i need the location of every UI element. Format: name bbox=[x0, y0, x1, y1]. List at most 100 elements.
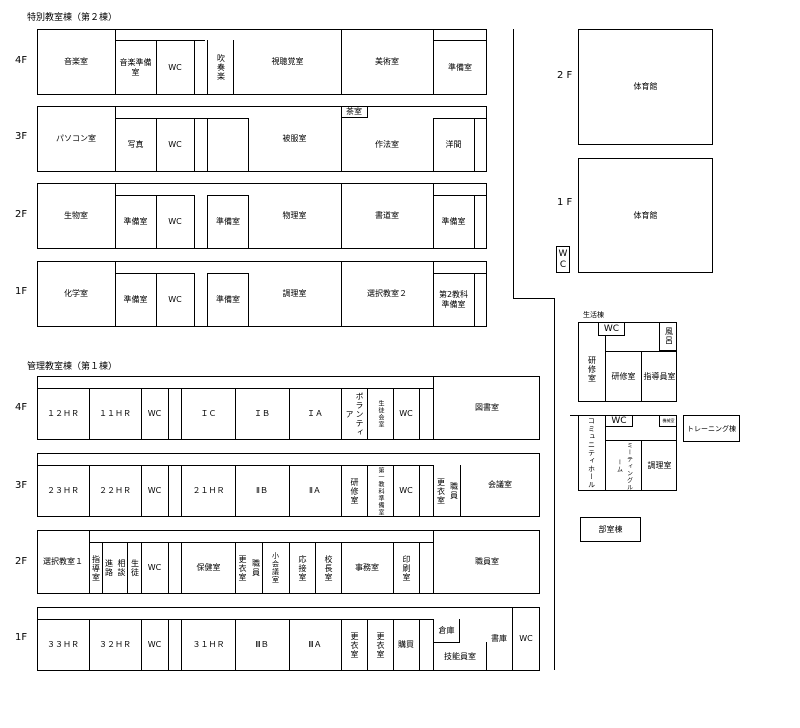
room-tea: 茶室 bbox=[341, 106, 368, 118]
living-community-hall: コミュニティホール bbox=[578, 415, 606, 491]
special-building-title: 特別教室棟（第２棟） bbox=[27, 13, 118, 23]
admin-building-title: 管理教室棟（第１棟） bbox=[27, 362, 118, 372]
room-wc-a4f: WC bbox=[141, 388, 169, 440]
special-floor-3f bbox=[37, 106, 487, 172]
room-subject2-prep: 第2教科準備室 bbox=[433, 273, 475, 327]
room-31hr: ３１ＨＲ bbox=[181, 619, 236, 671]
room-21hr: ２１ＨＲ bbox=[181, 465, 236, 517]
room-wc-a3f-2: WC bbox=[393, 465, 420, 517]
floor-label-1f: 1F bbox=[15, 286, 28, 297]
room-manners: 作法室 bbox=[341, 118, 434, 172]
admin-floor-3f bbox=[37, 453, 540, 517]
living-building-title: 生活棟 bbox=[583, 311, 604, 319]
living-training-room: 研修室 bbox=[578, 336, 606, 402]
living-wc: WC bbox=[598, 322, 625, 336]
room-wc-1f: WC bbox=[156, 273, 195, 327]
room-locker-a1f-2: 更衣室 bbox=[367, 619, 394, 671]
room-locker-a3f: 更衣室 bbox=[433, 465, 447, 517]
room-biology: 生物室 bbox=[37, 183, 116, 249]
room-wc-2f: WC bbox=[156, 195, 195, 249]
living-guidance: 指導員室 bbox=[642, 351, 677, 402]
gym-upper: 体育館 bbox=[578, 29, 713, 145]
room-sewing: 被服室 bbox=[248, 106, 342, 172]
room-music: 音楽室 bbox=[37, 29, 116, 95]
room-cooking: 調理室 bbox=[248, 261, 342, 327]
room-bio-prep: 準備室 bbox=[115, 195, 157, 249]
gym-floor-2f: 2 F bbox=[557, 70, 573, 81]
special-floor-4f bbox=[37, 29, 487, 95]
gym-floor-1f: 1 F bbox=[557, 197, 573, 208]
room-nurse: 保健室 bbox=[181, 542, 236, 594]
room-chem-prep: 準備室 bbox=[115, 273, 157, 327]
admin-floor-label-1f: 1F bbox=[15, 632, 28, 643]
room-archive: 書庫 bbox=[486, 607, 513, 671]
room-1b: ＩＢ bbox=[235, 388, 290, 440]
room-staffroom: 職員室 bbox=[433, 530, 540, 594]
club-building: 部室棟 bbox=[580, 517, 641, 542]
living-meeting-room: ミーティングルーム bbox=[606, 440, 642, 491]
room-student: 生徒 bbox=[128, 542, 142, 594]
floor-label-3f: 3F bbox=[15, 131, 28, 142]
room-32hr: ３２ＨＲ bbox=[89, 619, 142, 671]
room-cook-prep: 準備室 bbox=[207, 273, 249, 327]
admin-floor-label-4f: 4F bbox=[15, 402, 28, 413]
room-12hr: １２ＨＲ bbox=[37, 388, 90, 440]
room-art-prep: 準備室 bbox=[448, 62, 472, 72]
room-22hr: ２２ＨＲ bbox=[89, 465, 142, 517]
room-subject1-prep: 第一教科準備室 bbox=[367, 465, 394, 517]
room-career: 進路 bbox=[104, 559, 114, 577]
room-1a: ＩＡ bbox=[289, 388, 342, 440]
room-staff-a2f: 職員 bbox=[249, 542, 263, 594]
room-11hr: １１ＨＲ bbox=[89, 388, 142, 440]
room-locker-a2f: 更衣室 bbox=[238, 554, 247, 582]
room-student-council: 生徒会室 bbox=[367, 388, 394, 440]
room-warehouse: 倉庫 bbox=[433, 619, 460, 643]
room-2a: ⅡＡ bbox=[289, 465, 342, 517]
gym-lower: 体育館 bbox=[578, 158, 713, 273]
room-photo: 写真 bbox=[115, 118, 157, 172]
living-wc-2: WC bbox=[606, 415, 633, 427]
room-art: 美術室 bbox=[341, 29, 434, 95]
room-reception: 応接室 bbox=[289, 542, 316, 594]
floor-label-2f: 2F bbox=[15, 209, 28, 220]
living-training: 研修室 bbox=[606, 351, 642, 402]
room-elective-1: 選択教室１ bbox=[37, 530, 90, 594]
room-1c: ＩＣ bbox=[181, 388, 236, 440]
room-wc-a2f: WC bbox=[141, 542, 169, 594]
room-av: 視聴覚室 bbox=[234, 29, 342, 95]
living-cooking: 調理室 bbox=[642, 440, 677, 491]
living-upper-block bbox=[578, 322, 677, 402]
room-wc-a1f: WC bbox=[141, 619, 169, 671]
room-3b: ⅢＢ bbox=[235, 619, 290, 671]
room-locker-a1f-1: 更衣室 bbox=[341, 619, 368, 671]
living-bath: 風呂 bbox=[659, 322, 677, 351]
room-wc-a3f: WC bbox=[141, 465, 169, 517]
room-pc: パソコン室 bbox=[37, 106, 116, 172]
room-chemistry: 化学室 bbox=[37, 261, 116, 327]
living-storage: 機械室 bbox=[659, 415, 677, 427]
admin-floor-4f bbox=[37, 376, 540, 440]
floor-label-4f: 4F bbox=[15, 55, 28, 66]
room-office: 事務室 bbox=[341, 542, 394, 594]
room-23hr: ２３ＨＲ bbox=[37, 465, 90, 517]
room-elective-2: 選択教室２ bbox=[341, 261, 434, 327]
room-guidance: 指導室 bbox=[89, 542, 103, 594]
special-floor-2f bbox=[37, 183, 487, 249]
room-physics: 物理室 bbox=[248, 183, 342, 249]
room-technician: 技能員室 bbox=[433, 642, 487, 671]
living-lower-block bbox=[578, 415, 677, 491]
room-3a: ⅢＡ bbox=[289, 619, 342, 671]
room-calli-prep: 準備室 bbox=[433, 195, 475, 249]
admin-floor-1f bbox=[37, 607, 540, 671]
training-wing: トレーニング棟 bbox=[683, 415, 740, 442]
room-small-meeting: 小会議室 bbox=[262, 542, 290, 594]
room-library: 図書室 bbox=[433, 376, 540, 440]
room-phys-prep: 準備室 bbox=[207, 195, 249, 249]
room-training-a3f: 研修室 bbox=[341, 465, 368, 517]
room-wc-a4f-2: WC bbox=[393, 388, 420, 440]
room-band: 吹奏楽 bbox=[216, 54, 226, 81]
admin-floor-label-2f: 2F bbox=[15, 556, 28, 567]
room-printing: 印刷室 bbox=[393, 542, 420, 594]
room-counsel: 相談 bbox=[115, 542, 128, 594]
room-staff-a3f: 職員 bbox=[447, 465, 461, 517]
